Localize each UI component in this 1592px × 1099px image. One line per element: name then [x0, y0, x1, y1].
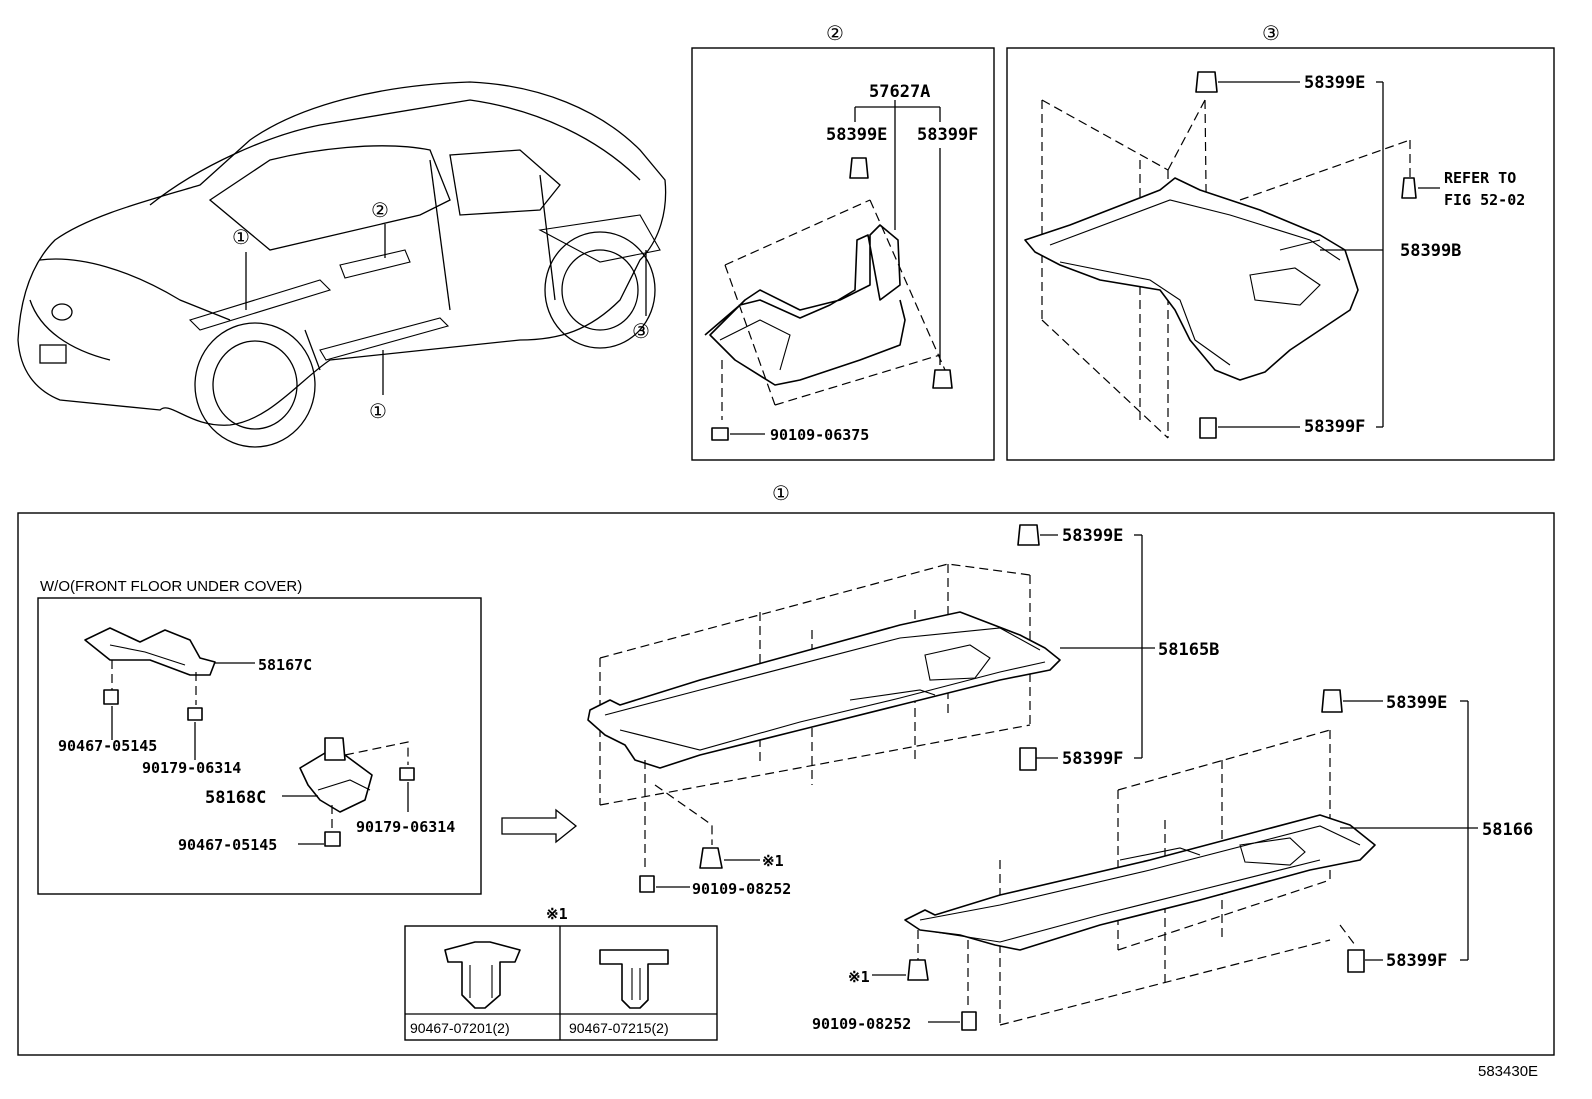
clip-90467-07201: 90467-07201(2) — [410, 1020, 510, 1036]
panel-3-title: ③ — [1262, 23, 1280, 45]
label-90109-06375: 90109-06375 — [770, 426, 869, 444]
label-58399F-a: 58399F — [1062, 749, 1123, 769]
callout-1-bottom: ① — [369, 401, 387, 423]
car-overview: ① ② ① ③ — [17, 81, 667, 448]
label-58399F-p3: 58399F — [1304, 417, 1365, 437]
panel-2-title: ② — [826, 23, 844, 45]
parts-diagram: ① ② ① ③ ② 57627A 58399E 58399F 90109-063… — [17, 23, 1555, 1080]
label-90109-08252-b: 90109-08252 — [812, 1015, 911, 1033]
label-star1-b: ※1 — [848, 968, 870, 986]
panel-1: ① W/O(FRONT FLOOR UNDER COVER) 58167C 90… — [17, 483, 1555, 1056]
label-58167C: 58167C — [258, 656, 312, 674]
label-58168C: 58168C — [205, 788, 266, 808]
label-58166: 58166 — [1482, 820, 1533, 840]
diagram-canvas: ① ② ① ③ ② 57627A 58399E 58399F 90109-063… — [17, 23, 1555, 1080]
label-90467-05145-b: 90467-05145 — [178, 836, 277, 854]
label-58399E-p2: 58399E — [826, 125, 887, 145]
clip-90467-07215: 90467-07215(2) — [569, 1020, 669, 1036]
label-90467-05145-a: 90467-05145 — [58, 737, 157, 755]
label-58399B: 58399B — [1400, 241, 1461, 261]
label-90109-08252-a: 90109-08252 — [692, 880, 791, 898]
label-58399E-b: 58399E — [1386, 693, 1447, 713]
label-58165B: 58165B — [1158, 640, 1219, 660]
refer-to-line1: REFER TO — [1444, 169, 1516, 187]
label-58399E-a: 58399E — [1062, 526, 1123, 546]
label-57627A: 57627A — [869, 82, 930, 102]
callout-1-top: ① — [232, 227, 250, 249]
image-code: 583430E — [1478, 1063, 1538, 1080]
callout-2-car: ② — [371, 200, 389, 222]
label-star1-a: ※1 — [762, 852, 784, 870]
label-58399E-p3: 58399E — [1304, 73, 1365, 93]
panel-1-title: ① — [772, 483, 790, 505]
label-58399F-b: 58399F — [1386, 951, 1447, 971]
callout-3-car: ③ — [632, 321, 650, 343]
wo-front-floor-caption: W/O(FRONT FLOOR UNDER COVER) — [40, 578, 302, 595]
clip-table-title: ※1 — [546, 905, 568, 923]
label-90179-06314-b: 90179-06314 — [356, 818, 455, 836]
label-58399F-p2: 58399F — [917, 125, 978, 145]
panel-3: ③ 58399E 58399F 58399B REFER TO FIG — [1006, 23, 1555, 461]
refer-to-line2: FIG 52-02 — [1444, 191, 1525, 209]
label-90179-06314-a: 90179-06314 — [142, 759, 241, 777]
panel-2: ② 57627A 58399E 58399F 90109-06375 — [691, 23, 995, 461]
